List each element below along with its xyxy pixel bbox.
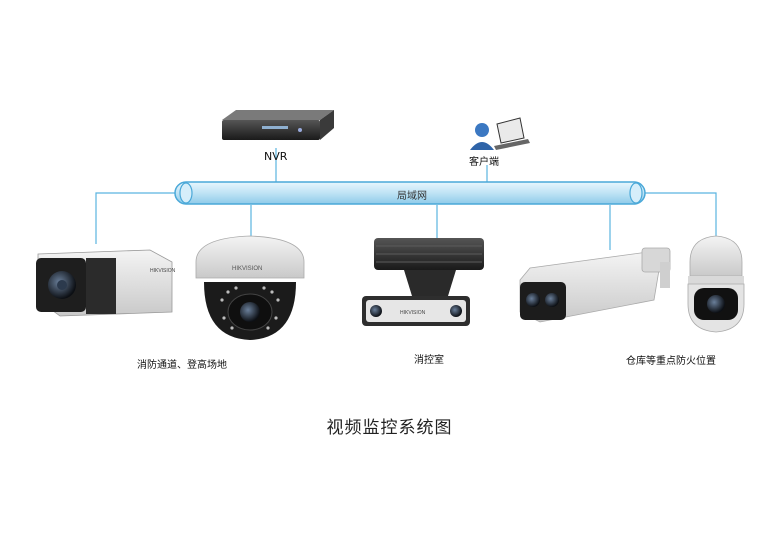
- ptz-camera: [687, 235, 745, 333]
- network-label: 局域网: [397, 191, 427, 202]
- ptz-camera-link: [640, 192, 717, 236]
- lan-bus: [174, 181, 646, 205]
- svg-text:HIKVISION: HIKVISION: [400, 310, 426, 316]
- connection-lines: [95, 148, 717, 250]
- bullet-camera-link: [95, 192, 175, 244]
- client-device: [470, 117, 530, 150]
- bullet-camera: HIKVISION: [36, 249, 176, 317]
- diagram-caption: 视频监控系统图: [326, 418, 453, 438]
- dome-camera: HIKVISION: [195, 235, 305, 340]
- svg-text:HIKVISION: HIKVISION: [232, 266, 262, 272]
- thermal-camera: [519, 247, 671, 323]
- camera-group-label-fire-passage: 消防通道、登高场地: [137, 360, 227, 371]
- nvr-label: NVR: [264, 150, 288, 163]
- dual-lens-camera: HIKVISION: [362, 238, 484, 326]
- svg-text:HIKVISION: HIKVISION: [150, 268, 176, 274]
- camera-group-label-control-room: 消控室: [414, 355, 444, 366]
- camera-group-label-key-fire-areas: 仓库等重点防火位置: [626, 356, 716, 367]
- client-label: 客户端: [469, 157, 499, 168]
- nvr-device: [222, 110, 334, 140]
